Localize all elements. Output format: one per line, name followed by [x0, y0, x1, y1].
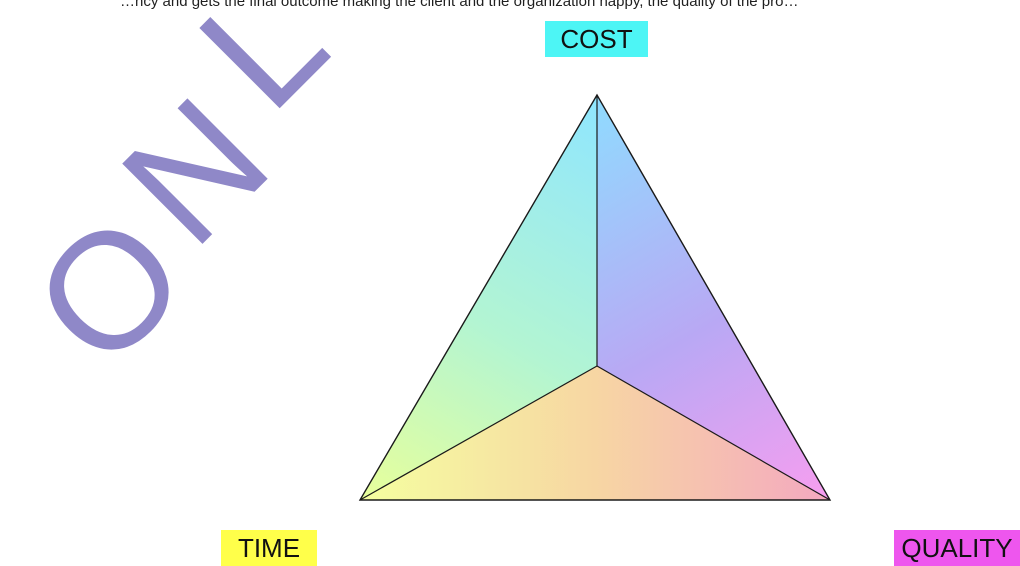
triangle-outline	[358, 93, 832, 501]
quality-label: QUALITY	[894, 530, 1020, 566]
cropped-text-line: …ncy and gets the final outcome making t…	[120, 0, 799, 10]
triangle-face-time-quality	[360, 366, 830, 500]
time-label: TIME	[221, 530, 317, 566]
inner-edge-quality	[596, 365, 831, 501]
cost-label: COST	[545, 21, 648, 57]
inner-edge-time	[359, 365, 598, 501]
